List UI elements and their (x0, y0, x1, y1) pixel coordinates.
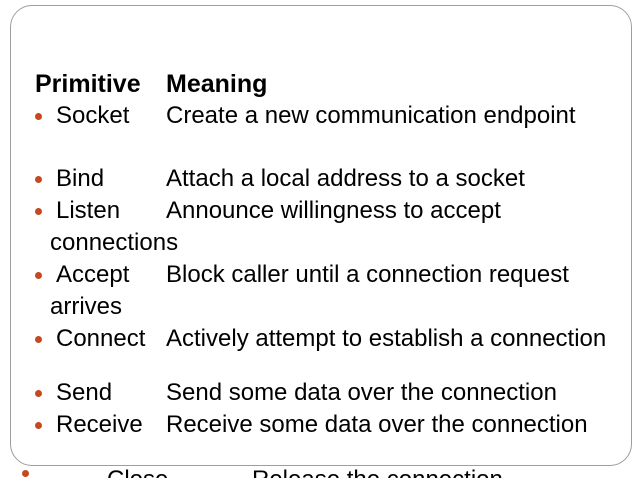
table-row-overflow: Close Release the connection (0, 464, 595, 478)
bullet-icon (35, 176, 42, 183)
table-row: Listen Announce willingness to accept (35, 195, 630, 227)
meaning-wrap-cell: arrives (50, 293, 123, 320)
table-row-wrap: arrives (35, 291, 630, 323)
table-row: Accept Block caller until a connection r… (35, 259, 630, 291)
primitive-cell: Listen (56, 197, 121, 224)
bullet-icon (22, 470, 29, 477)
bullet-icon (35, 208, 42, 215)
header-primitive: Primitive (35, 70, 141, 98)
meaning-cell: Announce willingness to accept (166, 197, 501, 224)
primitive-cell: Connect (56, 325, 146, 352)
primitive-cell: Bind (56, 165, 105, 192)
slide-frame (10, 5, 632, 466)
bullet-icon (35, 113, 42, 120)
bullet-icon (35, 336, 42, 343)
primitive-cell: Close (107, 464, 168, 478)
meaning-cell: Release the connection (252, 464, 503, 478)
meaning-cell: Send some data over the connection (166, 379, 557, 406)
header-meaning: Meaning (166, 70, 268, 98)
table-row-wrap: connections (35, 227, 630, 259)
table-row: Receive Receive some data over the conne… (35, 409, 630, 441)
bullet-icon (35, 390, 42, 397)
meaning-wrap-cell: connections (50, 229, 179, 256)
meaning-cell: Attach a local address to a socket (166, 165, 525, 192)
meaning-cell: Receive some data over the connection (166, 411, 588, 438)
meaning-cell: Actively attempt to establish a connecti… (166, 325, 607, 352)
primitive-cell: Receive (56, 411, 143, 438)
table-row: Bind Attach a local address to a socket (35, 163, 630, 195)
primitive-cell: Send (56, 379, 113, 406)
table-row: Socket Create a new communication endpoi… (35, 100, 630, 132)
primitive-cell: Accept (56, 261, 130, 288)
meaning-cell: Block caller until a connection request (166, 261, 569, 288)
meaning-cell: Create a new communication endpoint (166, 102, 576, 129)
bullet-icon (35, 272, 42, 279)
primitive-cell: Socket (56, 102, 130, 129)
table-row: Send Send some data over the connection (35, 377, 630, 409)
bullet-icon (35, 422, 42, 429)
table-row: Connect Actively attempt to establish a … (35, 323, 630, 355)
table-header-row: Primitive Meaning (35, 68, 630, 100)
